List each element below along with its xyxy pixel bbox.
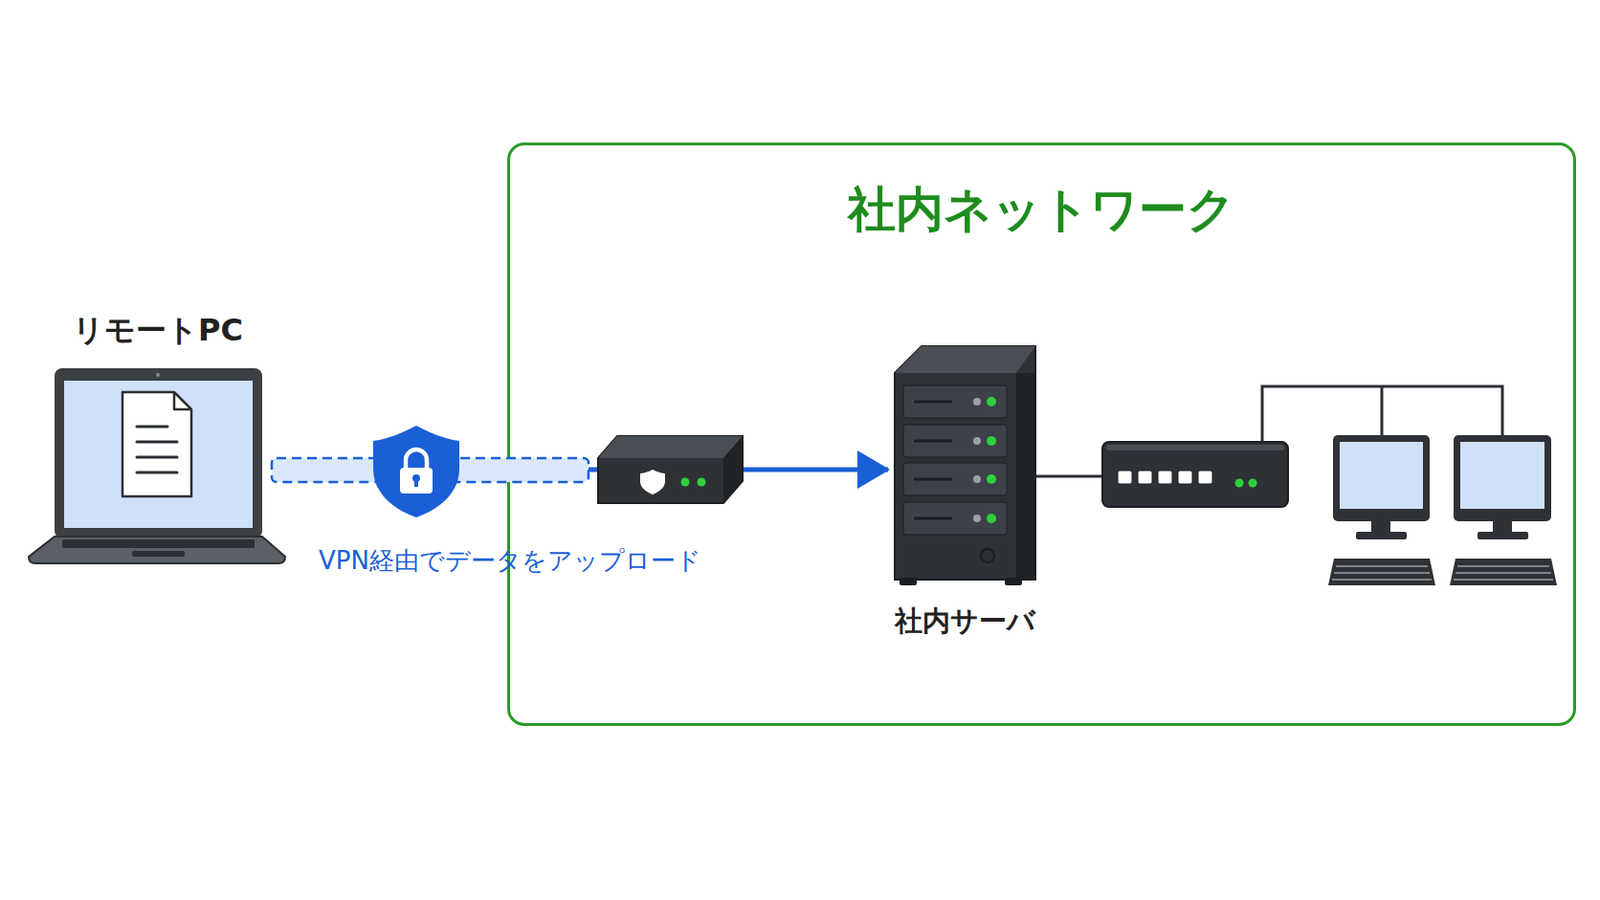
- network-wire: [1262, 386, 1503, 443]
- laptop-touchpad: [132, 551, 185, 557]
- power-button: [980, 549, 995, 563]
- connector-label: VPN経由でデータをアップロード: [318, 544, 702, 578]
- laptop-illustration: [28, 368, 286, 564]
- server-node: 社内サーバ: [888, 346, 1042, 639]
- server-body: [894, 346, 1036, 580]
- laptop-camera: [155, 373, 160, 378]
- laptop-base: [28, 536, 286, 564]
- desktop-pc-illustration: [1328, 435, 1436, 586]
- server-bays: [903, 385, 1007, 535]
- vpn-gateway-device: [598, 436, 743, 504]
- server-foot: [899, 577, 917, 586]
- server-illustration: [894, 346, 1036, 586]
- server-foot: [1004, 577, 1023, 586]
- desktop-pc-illustration: [1449, 435, 1557, 586]
- document-icon: [122, 392, 192, 497]
- document-lines: [136, 426, 178, 473]
- server-side: [1016, 373, 1036, 580]
- device-label: リモートPC: [26, 310, 289, 353]
- group-title: 社内ネットワーク: [510, 177, 1574, 243]
- laptop-keyboard: [62, 539, 255, 549]
- document-fold: [174, 392, 192, 410]
- switch-illustration: [1102, 442, 1289, 508]
- laptop-screen: [64, 380, 253, 529]
- network-wire: [1035, 475, 1103, 479]
- server-top: [894, 346, 1036, 374]
- laptop-lid: [54, 368, 263, 539]
- network-group-box: 社内ネットワーク社内サーバ: [507, 142, 1577, 727]
- remote-pc-node: リモートPC: [26, 304, 289, 565]
- vpn-shield-icon: [373, 425, 460, 518]
- device-label: 社内サーバ: [888, 602, 1042, 642]
